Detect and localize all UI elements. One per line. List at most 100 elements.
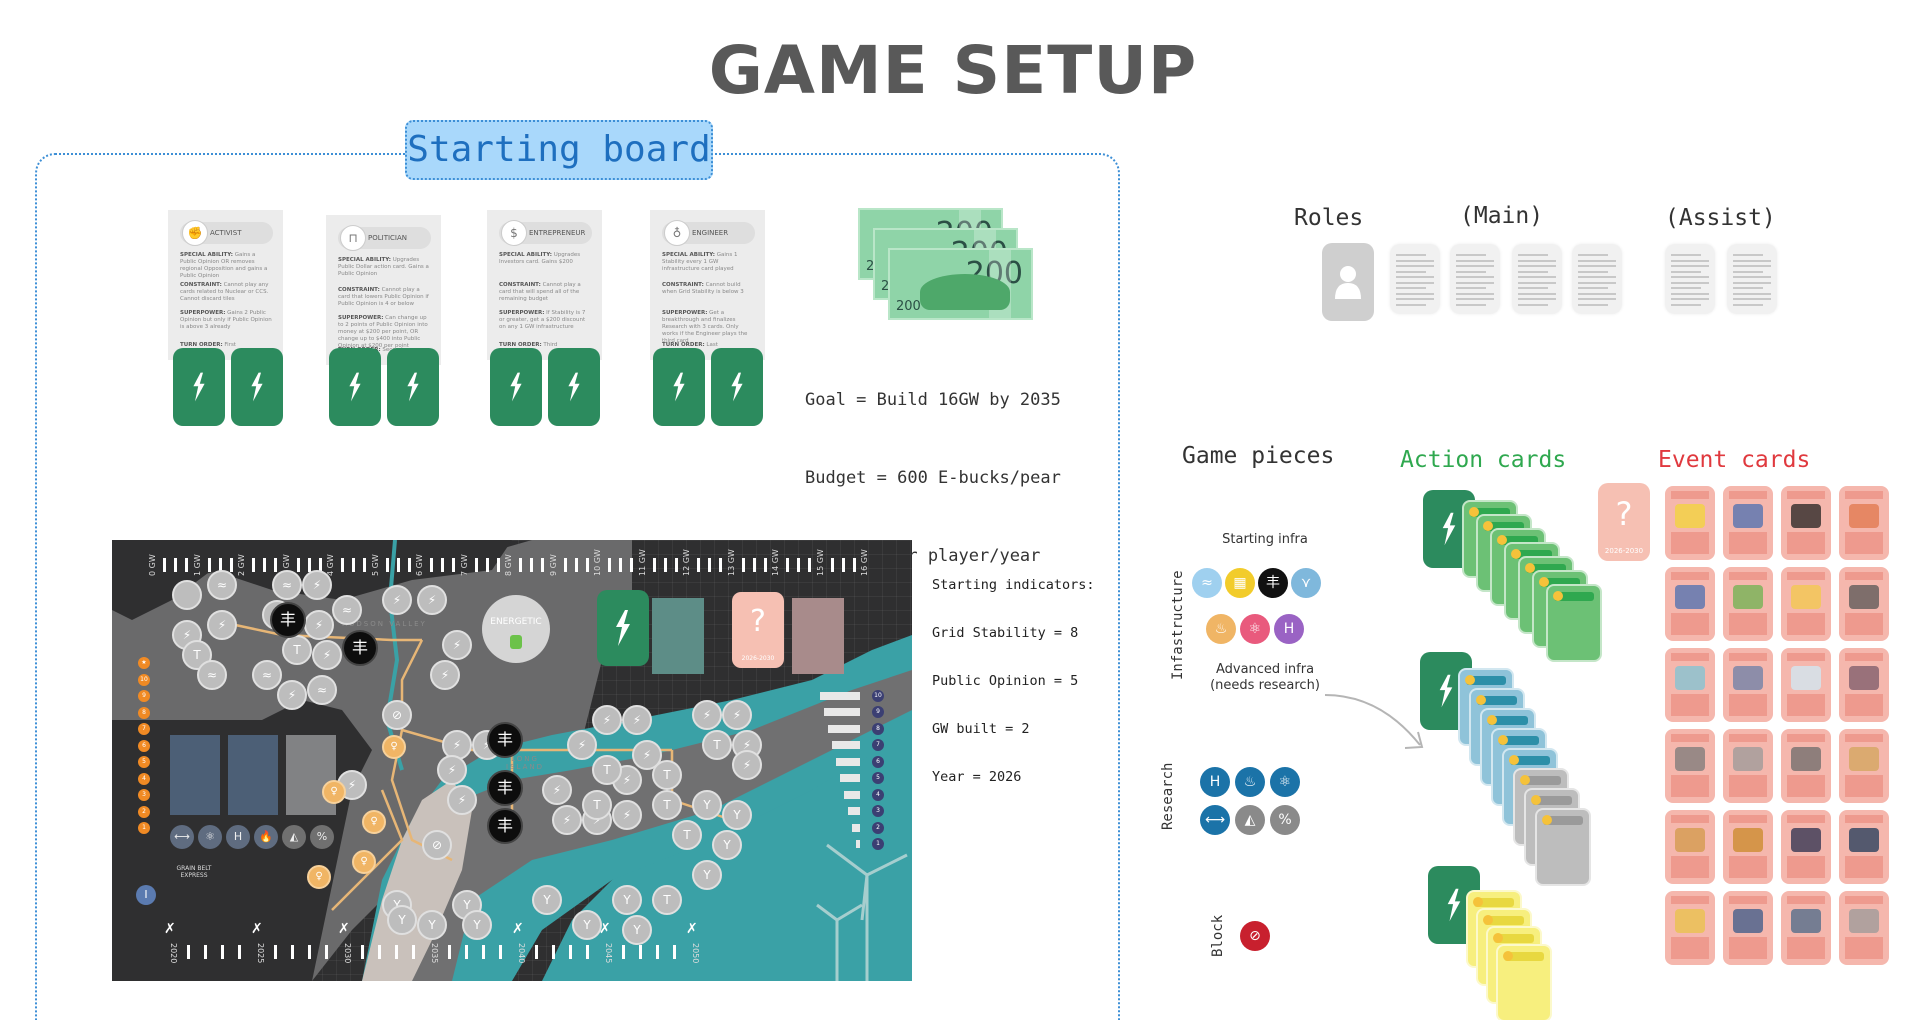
transmission-hub-icon[interactable]: 丰: [342, 630, 378, 666]
event-card-tug-of-war[interactable]: [1665, 567, 1715, 641]
wind-icon[interactable]: ⋎: [1291, 568, 1321, 598]
event-card-tornado[interactable]: [1839, 648, 1889, 722]
event-card-pollution[interactable]: [1781, 729, 1831, 803]
hydrogen-icon[interactable]: H: [1274, 614, 1304, 644]
research-storage-icon[interactable]: ⟷: [1200, 805, 1230, 835]
solar-icon[interactable]: ▦: [1225, 568, 1255, 598]
infra-node[interactable]: T: [652, 885, 682, 915]
infra-node[interactable]: ⚡: [442, 630, 472, 660]
nyc-node[interactable]: ♀: [322, 780, 346, 804]
infra-node[interactable]: ⚡: [417, 585, 447, 615]
nuclear-icon[interactable]: ⚛: [1240, 614, 1270, 644]
event-card-banana[interactable]: [1665, 486, 1715, 560]
infra-node[interactable]: ≈: [197, 660, 227, 690]
infra-node[interactable]: T: [672, 820, 702, 850]
event-card-vegetables[interactable]: [1723, 567, 1773, 641]
infra-node[interactable]: Y: [692, 860, 722, 890]
infra-node[interactable]: ⚡: [622, 705, 652, 735]
action-card-back[interactable]: [653, 348, 705, 426]
transmission-hub-icon[interactable]: 丰: [487, 770, 523, 806]
infra-node[interactable]: Y: [387, 905, 417, 935]
event-card-oil-rig[interactable]: [1781, 810, 1831, 884]
event-card-flood[interactable]: [1665, 648, 1715, 722]
hydro-icon[interactable]: ≈: [1192, 568, 1222, 598]
nyc-node[interactable]: ♀: [382, 735, 406, 759]
event-card-scientist[interactable]: [1839, 810, 1889, 884]
main-role-card[interactable]: [1572, 244, 1622, 314]
infra-node[interactable]: Y: [572, 910, 602, 940]
infra-node[interactable]: Y: [722, 800, 752, 830]
infra-node[interactable]: Y: [712, 830, 742, 860]
infra-node[interactable]: ⚡: [632, 740, 662, 770]
event-card-dog[interactable]: [1665, 810, 1715, 884]
board-event-deck[interactable]: ? 2026-2030: [732, 592, 784, 668]
research-hydrogen-icon[interactable]: H: [1200, 767, 1230, 797]
infra-node[interactable]: Y: [532, 885, 562, 915]
infrastructure-action-card[interactable]: [1546, 584, 1602, 662]
action-card-back[interactable]: [231, 348, 283, 426]
event-card-smokestack[interactable]: [1665, 729, 1715, 803]
assist-role-card[interactable]: [1727, 244, 1777, 314]
board-action-deck[interactable]: [597, 590, 649, 666]
research-ccs-icon[interactable]: ◭: [1235, 805, 1265, 835]
infra-node[interactable]: T: [282, 635, 312, 665]
role-placeholder-card[interactable]: [1322, 243, 1374, 321]
infra-node[interactable]: ⚡: [692, 700, 722, 730]
action-card-back[interactable]: [548, 348, 600, 426]
event-deck-back[interactable]: ? 2026-2030: [1598, 483, 1650, 561]
infra-node[interactable]: ⚡: [302, 570, 332, 600]
event-card-crowd[interactable]: [1839, 486, 1889, 560]
infra-node[interactable]: ⚡: [382, 585, 412, 615]
infra-node[interactable]: T: [592, 755, 622, 785]
infra-node[interactable]: ⚡: [304, 610, 334, 640]
action-card-back[interactable]: [711, 348, 763, 426]
infra-node[interactable]: Y: [692, 790, 722, 820]
infra-node[interactable]: ⚡: [552, 805, 582, 835]
infra-node[interactable]: ≈: [272, 570, 302, 600]
action-card-back[interactable]: [490, 348, 542, 426]
infra-node[interactable]: ⚡: [732, 750, 762, 780]
infra-node[interactable]: Y: [417, 910, 447, 940]
event-card-squirrel[interactable]: [1723, 810, 1773, 884]
research-efficiency-icon[interactable]: %: [1270, 805, 1300, 835]
infra-node[interactable]: Y: [462, 910, 492, 940]
event-card-hurricane[interactable]: [1723, 648, 1773, 722]
infra-node[interactable]: ≈: [307, 675, 337, 705]
infra-node[interactable]: T: [702, 730, 732, 760]
infra-node[interactable]: ≈: [332, 595, 362, 625]
event-card-pipes[interactable]: [1723, 729, 1773, 803]
event-card-robot[interactable]: [1839, 891, 1889, 965]
event-card-drought[interactable]: [1839, 729, 1889, 803]
nyc-node[interactable]: ♀: [362, 810, 386, 834]
nyc-node[interactable]: ♀: [352, 850, 376, 874]
infra-node[interactable]: T: [582, 790, 612, 820]
event-card-mosquito[interactable]: [1781, 486, 1831, 560]
policy-action-card[interactable]: [1496, 944, 1552, 1020]
transmission-icon[interactable]: 丰: [1258, 568, 1288, 598]
game-board[interactable]: ENERGETIC ? 2026-2030 GRAIN BELT EXPRESS…: [112, 540, 912, 981]
infra-node[interactable]: ⚡: [430, 660, 460, 690]
transmission-hub-icon[interactable]: 丰: [270, 602, 306, 638]
infra-node[interactable]: ⚡: [447, 785, 477, 815]
event-card-protest[interactable]: [1781, 891, 1831, 965]
event-card-power-tower[interactable]: [1839, 567, 1889, 641]
event-card-money-rising[interactable]: [1665, 891, 1715, 965]
research-action-card[interactable]: [1535, 808, 1591, 886]
event-card-tug-of-war[interactable]: [1723, 486, 1773, 560]
transmission-hub-icon[interactable]: 丰: [487, 808, 523, 844]
assist-role-card[interactable]: [1665, 244, 1715, 314]
event-card-cloudy[interactable]: [1781, 648, 1831, 722]
infra-node[interactable]: T: [652, 760, 682, 790]
main-role-card[interactable]: [1512, 244, 1562, 314]
infra-node[interactable]: ⊘: [382, 700, 412, 730]
infra-node[interactable]: ⚡: [207, 610, 237, 640]
infra-node[interactable]: ⚡: [567, 730, 597, 760]
infra-node[interactable]: ⊘: [422, 830, 452, 860]
research-gas-icon[interactable]: ♨: [1235, 767, 1265, 797]
infra-node[interactable]: Y: [622, 915, 652, 945]
infra-node[interactable]: ⚡: [437, 755, 467, 785]
infra-node[interactable]: ⚡: [542, 775, 572, 805]
